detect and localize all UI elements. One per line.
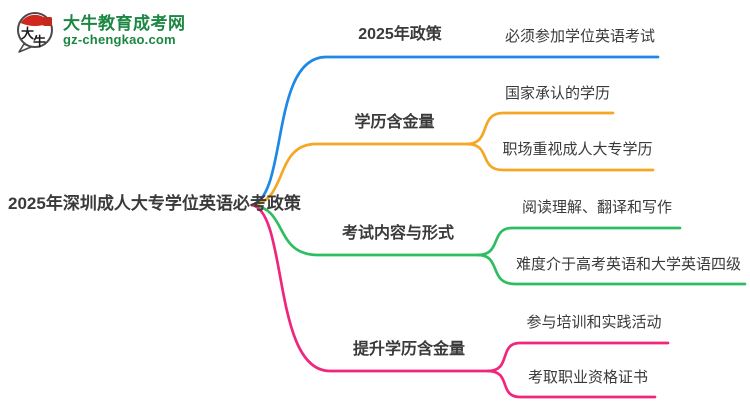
- logo-char-da: 大: [21, 26, 34, 41]
- child-node-reading-translation-writing: 阅读理解、翻译和写作: [521, 199, 672, 216]
- branch-line-tisheng: [250, 203, 490, 373]
- child-line-xueli-1: [465, 111, 615, 146]
- branch-node-2025-policy: 2025年政策: [358, 26, 442, 43]
- branch-node-exam-content: 考试内容与形式: [341, 225, 454, 242]
- site-url: gz-chengkao.com: [63, 32, 176, 48]
- daniu-logo-icon: 大 牛: [17, 12, 53, 53]
- child-node-workplace-value: 职场重视成人大专学历: [502, 141, 653, 158]
- child-node-training-practice: 参与培训和实践活动: [526, 314, 662, 331]
- child-node-state-recognized: 国家承认的学历: [504, 85, 610, 102]
- child-line-tisheng-2: [486, 369, 657, 399]
- branch-line-exam: [250, 203, 480, 257]
- branch-line-xueli: [250, 142, 469, 207]
- site-name: 大牛教育成考网: [63, 14, 186, 34]
- child-line-exam-1: [476, 226, 682, 257]
- child-line-tisheng-1: [486, 341, 670, 373]
- child-node-difficulty-level: 难度介于高考英语和大学英语四级: [515, 256, 741, 273]
- branch-node-tisheng: 提升学历含金量: [352, 341, 465, 358]
- logo-char-niu: 牛: [33, 34, 46, 49]
- child-node-vocational-certificate: 考取职业资格证书: [527, 369, 648, 386]
- site-logo: 大 牛 大牛教育成考网 gz-chengkao.com: [14, 8, 186, 54]
- branch-node-xueli: 学历含金量: [354, 114, 435, 131]
- child-node-must-take-exam: 必须参加学位英语考试: [504, 28, 655, 45]
- child-line-xueli-2: [465, 142, 655, 172]
- branch-line-2025-policy: [250, 55, 660, 207]
- child-line-exam-2: [476, 253, 747, 286]
- root-node: 2025年深圳成人大专学位英语必考政策: [8, 194, 301, 213]
